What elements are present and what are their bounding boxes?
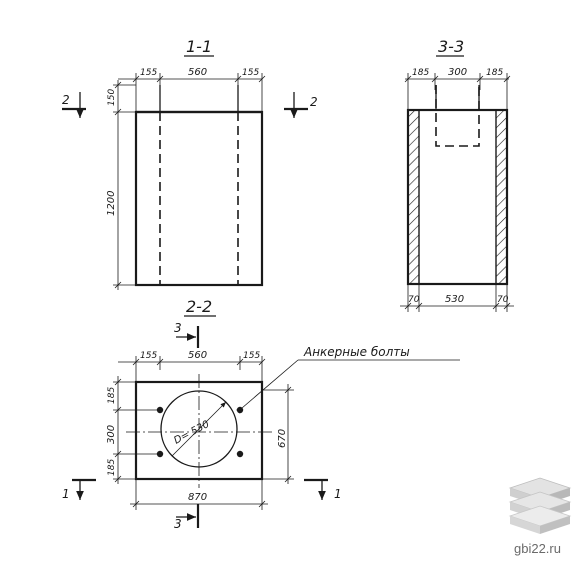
dim-530: 530 — [445, 294, 464, 305]
dim-185-bottom: 185 — [107, 459, 117, 476]
section-2-2-title: 2-2 — [186, 297, 212, 316]
dim-300: 300 — [448, 67, 467, 78]
anchor-bolt-hole — [156, 450, 164, 458]
dim-155-right: 155 — [242, 68, 259, 78]
dim-870: 870 — [188, 492, 207, 503]
dim-185-right: 185 — [486, 68, 503, 78]
anchor-bolts-label: Анкерные болты — [303, 345, 410, 359]
anchor-bolt-hole — [156, 406, 164, 414]
anchor-bolt-hidden — [435, 85, 480, 147]
section-2-2: 2-2 3 3 155 560 155 185 — [62, 297, 460, 531]
cut-mark-1-left: 1 — [62, 487, 70, 501]
dim-70-left: 70 — [408, 295, 420, 305]
cut-mark-3-top: 3 — [174, 321, 182, 335]
dim-300: 300 — [106, 425, 117, 444]
dim-70-right: 70 — [497, 295, 509, 305]
anchor-leader — [236, 359, 299, 414]
cut-mark-3-bottom: 3 — [174, 517, 182, 531]
diameter-label: D= 530 — [172, 419, 211, 447]
section-3-3-body — [406, 108, 509, 286]
cut-mark-1-right: 1 — [334, 487, 342, 501]
dim-185-top: 185 — [107, 387, 117, 404]
section-3-3-title: 3-3 — [438, 37, 464, 56]
dim-670: 670 — [277, 429, 288, 448]
dim-560: 560 — [188, 350, 207, 361]
dim-560: 560 — [188, 67, 207, 78]
dim-155-right: 155 — [243, 351, 260, 361]
section-3-3: 3-3 185 300 185 70 530 — [400, 37, 514, 312]
cut-mark-2-left: 2 — [62, 93, 70, 107]
dim-155-left: 155 — [140, 351, 157, 361]
cut-mark-2-right: 2 — [310, 95, 318, 109]
anchor-bolt-hole — [236, 450, 244, 458]
wall-left-hatched — [407, 109, 420, 285]
diameter-leader — [171, 401, 227, 457]
watermark-text: gbi22.ru — [514, 541, 561, 556]
dim-150: 150 — [107, 89, 117, 106]
section-1-1-title: 1-1 — [186, 37, 212, 56]
dim-1200: 1200 — [106, 191, 117, 216]
section-1-1-body — [134, 110, 264, 287]
dim-155-left: 155 — [140, 68, 157, 78]
stacked-slabs-icon — [508, 477, 572, 534]
wall-right-hatched — [495, 109, 508, 285]
round-opening — [160, 390, 238, 468]
dim-185-left: 185 — [412, 68, 429, 78]
section-1-1: 1-1 155 560 155 150 1200 — [62, 37, 318, 290]
